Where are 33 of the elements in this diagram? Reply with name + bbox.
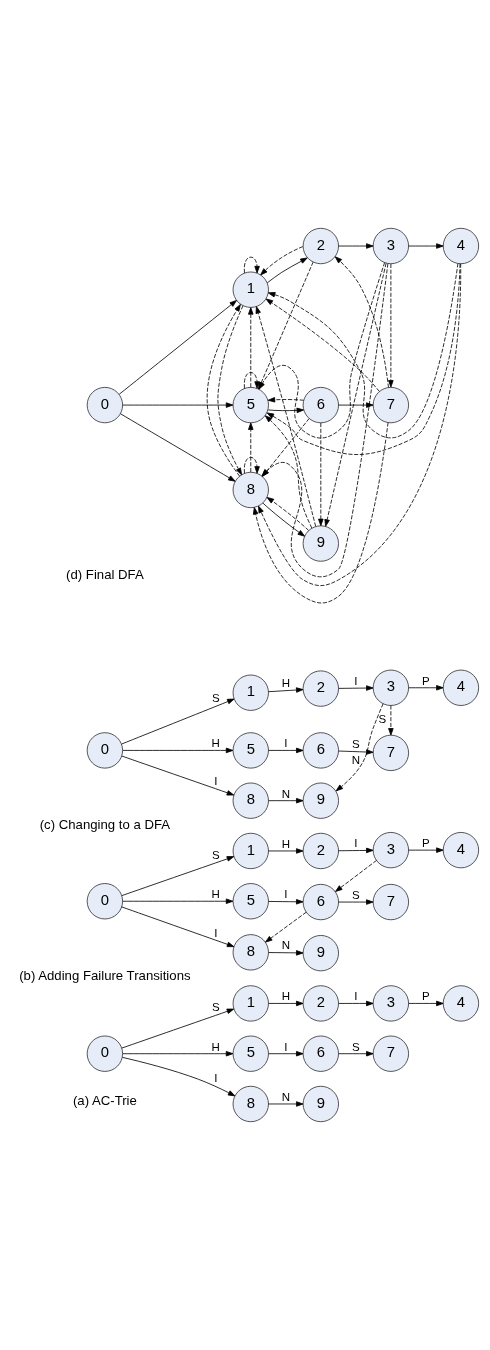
edge-label: P xyxy=(422,674,430,687)
edge-label: I xyxy=(214,1071,218,1084)
edge-label: S xyxy=(352,888,360,901)
edge-label: H xyxy=(281,990,290,1003)
edge-label: N xyxy=(281,939,290,952)
edge-label: H xyxy=(211,888,220,901)
edge-label: S xyxy=(352,1040,360,1053)
label: (d) Final DFA xyxy=(66,566,144,582)
label: (a) AC-Trie xyxy=(72,1092,137,1108)
edge-label: S xyxy=(211,848,220,861)
edge-label: N xyxy=(351,753,361,766)
edge-label: I xyxy=(354,674,358,687)
label: (b) Adding Failure Transitions xyxy=(19,968,191,984)
edge-label: H xyxy=(211,737,220,750)
edge-label: P xyxy=(422,837,430,850)
edge-label: I xyxy=(284,737,288,750)
edge-label: S xyxy=(211,691,220,704)
edge-label: I xyxy=(214,926,218,939)
edge-label: S xyxy=(378,713,387,726)
edge-label: H xyxy=(281,677,290,690)
edge-label: H xyxy=(211,1040,220,1053)
edge-label: P xyxy=(422,990,430,1003)
edge-label: I xyxy=(214,775,218,788)
edge-label: H xyxy=(281,837,290,850)
edge-label: I xyxy=(284,1040,288,1053)
edge-label: I xyxy=(354,837,358,850)
label: (c) Changing to a DFA xyxy=(39,816,171,832)
edge-label: N xyxy=(281,787,290,800)
edge-label: I xyxy=(354,990,358,1003)
edge-label: I xyxy=(284,888,288,901)
edge-label: S xyxy=(352,738,360,751)
edge-label: N xyxy=(281,1090,290,1103)
edge-label: S xyxy=(211,1001,220,1014)
